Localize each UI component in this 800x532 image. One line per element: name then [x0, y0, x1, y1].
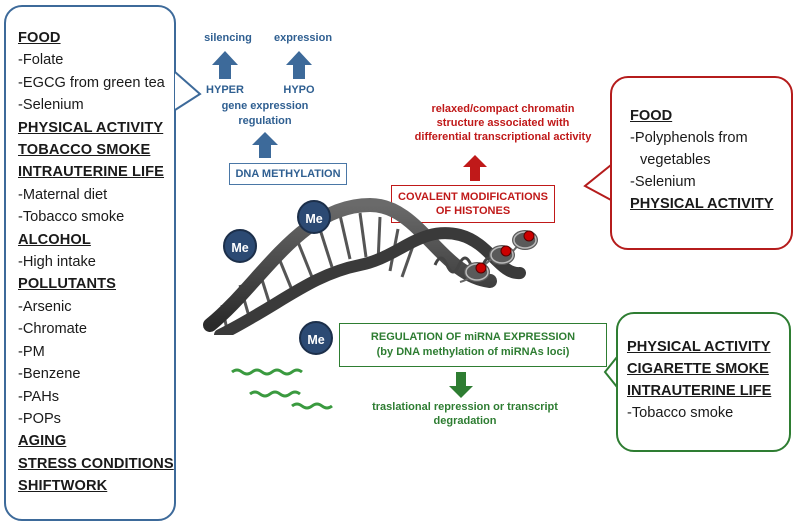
factor-heading: INTRAUTERINE LIFE: [627, 383, 772, 399]
right-food-list: FOOD -Polyphenols from vegetables -Selenium…: [630, 105, 774, 215]
left-factors-list: FOOD -Folate -EGCG from green tea -Selenium…: [18, 27, 174, 498]
mirna-strand-2: [249, 390, 301, 398]
factor-item: -Selenium: [18, 97, 84, 114]
factor-item: -Chromate: [18, 321, 87, 338]
factor-heading: FOOD: [18, 30, 61, 46]
silencing-label: silencing: [204, 32, 252, 44]
factor-item: -Polyphenols from: [630, 130, 748, 146]
factor-heading: INTRAUTERINE LIFE: [18, 164, 165, 181]
histone-box-line2: OF HISTONES: [435, 205, 511, 217]
right-lifestyle-panel: PHYSICAL ACTIVITY CIGARETTE SMOKE INTRAUTE…: [616, 312, 791, 452]
factor-heading: FOOD: [630, 108, 673, 124]
factor-item: -POPs: [18, 410, 61, 427]
methyl-group-2: Me: [297, 200, 331, 234]
mirna-regulation-box: REGULATION OF miRNA EXPRESSION (by DNA m…: [339, 323, 607, 367]
left-callout-pointer: [174, 71, 202, 111]
mirna-effect-line2: degradation: [433, 415, 497, 427]
expression-label: expression: [273, 32, 333, 44]
factor-item: -Tobacco smoke: [627, 405, 734, 421]
methyl-group-3: Me: [299, 321, 333, 355]
factor-item: -Arsenic: [18, 298, 72, 315]
factor-heading: PHYSICAL ACTIVITY: [18, 119, 164, 136]
factor-item: -High intake: [18, 254, 96, 271]
gene-expression-regulation-line2: regulation: [238, 115, 292, 127]
hyper-label: HYPER: [206, 84, 244, 96]
hypo-up-arrow-icon: [286, 51, 312, 79]
nucleosome-2: [489, 245, 515, 265]
factor-item: -Tobacco smoke: [18, 209, 125, 226]
factor-item: -PM: [18, 343, 45, 360]
factor-heading: STRESS CONDITIONS: [18, 455, 174, 472]
right-food-panel: FOOD -Polyphenols from vegetables -Selenium…: [610, 76, 793, 250]
hyper-up-arrow-icon: [212, 51, 238, 79]
dna-methylation-box: DNA METHYLATION: [229, 163, 347, 185]
factor-heading: POLLUTANTS: [18, 276, 117, 293]
mirna-down-arrow-icon: [449, 372, 473, 398]
factor-item: -Selenium: [630, 174, 696, 190]
right-lifestyle-list: PHYSICAL ACTIVITY CIGARETTE SMOKE INTRAUTE…: [627, 336, 771, 424]
factor-heading: CIGARETTE SMOKE: [627, 361, 769, 377]
regulation-up-arrow-icon: [252, 132, 278, 158]
factor-heading: SHIFTWORK: [18, 478, 108, 495]
factor-heading: AGING: [18, 433, 67, 450]
histone-up-arrow-icon: [463, 155, 487, 181]
food-callout-pointer: [583, 164, 612, 201]
histone-box-line1: COVALENT MODIFICATIONS: [398, 191, 548, 203]
mirna-strand-1: [231, 368, 303, 376]
chromatin-effect-line1: relaxed/compact chromatin: [431, 103, 575, 115]
chromatin-effect-line3: differential transcriptional activity: [414, 131, 592, 143]
gene-expression-regulation-line1: gene expression: [221, 100, 309, 112]
life-callout-pointer: [603, 356, 618, 388]
nucleosome-3: [512, 230, 538, 250]
mirna-strand-3: [291, 402, 333, 410]
chromatin-nucleosomes: [459, 230, 538, 283]
chromatin-effect-line2: structure associated with: [436, 117, 570, 129]
factor-item: -EGCG from green tea: [18, 74, 165, 91]
factor-item: -Folate: [18, 52, 64, 69]
histone-modifications-box: COVALENT MODIFICATIONS OF HISTONES: [391, 185, 555, 223]
factor-heading: ALCOHOL: [18, 231, 91, 248]
factor-item: -PAHs: [18, 388, 60, 405]
factor-heading: PHYSICAL ACTIVITY: [627, 339, 771, 355]
methyl-group-1: Me: [223, 229, 257, 263]
factor-item: -Maternal diet: [18, 186, 108, 203]
mirna-box-line2: (by DNA methylation of miRNAs loci): [376, 346, 570, 358]
mirna-strands: [231, 368, 333, 410]
left-factors-panel: FOOD -Folate -EGCG from green tea -Selenium…: [4, 5, 176, 521]
factor-heading: TOBACCO SMOKE: [18, 142, 151, 159]
factor-item: vegetables: [640, 152, 711, 168]
mirna-box-line1: REGULATION OF miRNA EXPRESSION: [370, 331, 576, 343]
dna-strand-a: [203, 197, 497, 332]
hypo-label: HYPO: [283, 84, 315, 96]
factor-heading: PHYSICAL ACTIVITY: [630, 196, 774, 212]
nucleosome-1: [464, 262, 490, 282]
factor-item: -Benzene: [18, 366, 81, 383]
dna-coil: [433, 256, 497, 274]
mirna-effect-line1: traslational repression or transcript: [372, 401, 558, 413]
